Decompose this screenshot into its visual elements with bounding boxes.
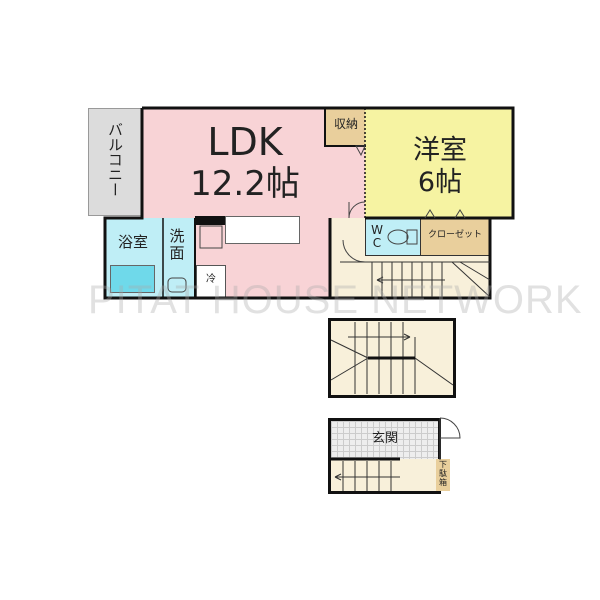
bath-label: 浴室 — [117, 233, 148, 251]
fridge-label: 冷 — [206, 274, 216, 285]
watermark: PITAT HOUSE NETWORK — [88, 278, 583, 322]
storage-label: 収納 — [333, 117, 358, 131]
entrance-floor — [331, 421, 438, 459]
wc-label: W C — [371, 223, 383, 251]
balcony-label: バルコニー — [106, 122, 124, 197]
balcony — [88, 108, 144, 216]
storage — [325, 108, 366, 146]
bathtub — [110, 265, 155, 293]
kitchen-counter — [225, 216, 300, 244]
ldk-size: 12.2帖 — [190, 164, 300, 204]
ldk-label: LDK — [207, 120, 283, 164]
western-room — [365, 108, 513, 218]
wc — [365, 218, 421, 256]
western-room-label: 洋室 — [413, 135, 467, 166]
entrance-label: 玄関 — [371, 431, 398, 446]
closet-label: クローゼット — [427, 230, 482, 240]
washroom-label: 洗面 — [169, 227, 185, 262]
shoe-box — [436, 459, 450, 491]
outer-wall — [103, 106, 515, 300]
closet — [420, 218, 490, 256]
western-room-size: 6帖 — [417, 167, 463, 198]
shoe-box-label: 下駄箱 — [439, 460, 447, 487]
